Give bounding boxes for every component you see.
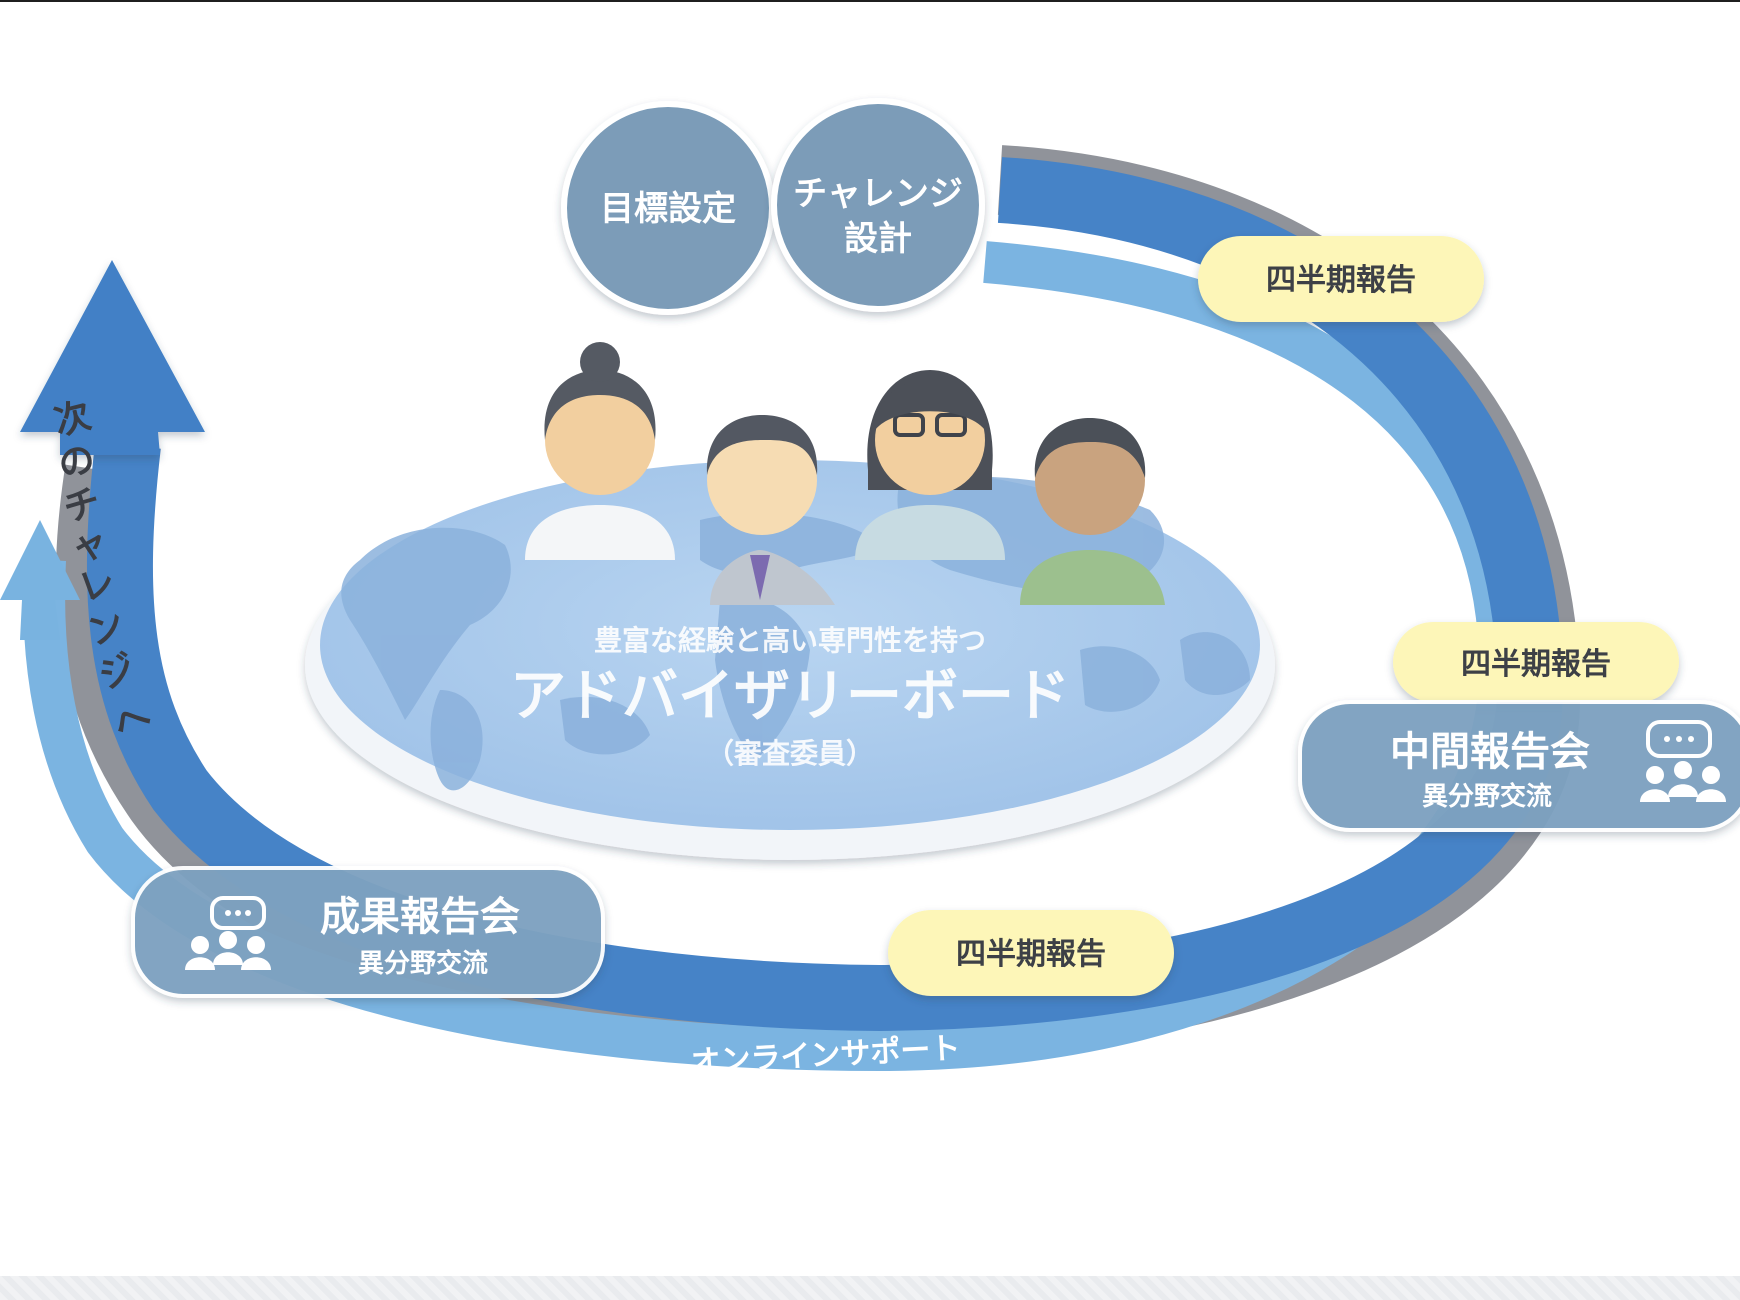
final-group-chat-icon xyxy=(185,896,271,970)
final-meeting-title: 成果報告会 xyxy=(320,894,520,940)
next-challenge-arrow-light xyxy=(0,520,80,640)
quarterly-badge-2 xyxy=(1393,622,1679,702)
next-challenge-arrow-head xyxy=(20,260,205,455)
challenge-design-label-1: チャレンジ xyxy=(793,174,963,214)
online-support-band xyxy=(23,241,1522,1072)
quarterly-badge-1 xyxy=(1198,236,1484,322)
board-subtitle: 豊富な経験と高い専門性を持つ xyxy=(594,624,986,657)
interim-meeting-title: 中間報告会 xyxy=(1390,729,1590,775)
board-note: （審査委員） xyxy=(706,737,874,770)
bottom-band xyxy=(0,1276,1740,1300)
interim-meeting-panel xyxy=(1298,700,1740,832)
quarterly-badge-1-label: 四半期報告 xyxy=(1266,263,1416,298)
challenge-design-label-2: 設計 xyxy=(844,219,912,259)
advisor-4 xyxy=(1020,418,1165,605)
interim-group-chat-icon xyxy=(1640,720,1726,802)
advisor-2 xyxy=(706,415,835,605)
advisor-1 xyxy=(525,342,675,560)
top-border xyxy=(0,0,1740,2)
advisor-3 xyxy=(855,370,1005,560)
final-meeting-sub: 異分野交流 xyxy=(358,948,488,979)
goal-setting-label: 目標設定 xyxy=(600,189,736,229)
quarterly-badge-3 xyxy=(888,910,1174,996)
quarterly-badge-3-label: 四半期報告 xyxy=(956,937,1106,972)
interim-meeting-sub: 異分野交流 xyxy=(1422,781,1552,812)
board-title: アドバイザリーボード xyxy=(510,664,1070,729)
quarterly-badge-2-label: 四半期報告 xyxy=(1461,647,1611,682)
challenge-design-circle xyxy=(771,98,985,312)
